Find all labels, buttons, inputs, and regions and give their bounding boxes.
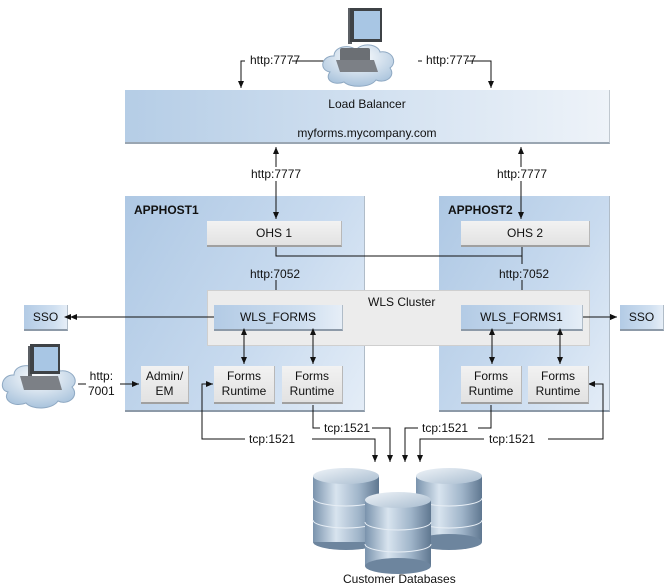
ohs1-link-label: http:7052 xyxy=(250,267,301,281)
wls-forms-box: WLS_FORMS xyxy=(214,305,343,331)
forms-runtime-line1: Forms xyxy=(295,369,329,383)
forms-runtime-line1: Forms xyxy=(541,369,575,383)
ohs2-label: OHS 2 xyxy=(506,225,543,240)
sso-right-box: SSO xyxy=(620,305,664,331)
forms-runtime-line2: Runtime xyxy=(468,384,514,398)
sso-left-label: SSO xyxy=(32,310,59,324)
ohs2-box: OHS 2 xyxy=(461,221,590,247)
wls-forms-label: WLS_FORMS xyxy=(239,310,316,324)
top-link-left-label: http:7777 xyxy=(250,53,301,67)
wls-cluster-label: WLS Cluster xyxy=(368,295,436,309)
apphost1-label: APPHOST1 xyxy=(134,203,199,217)
admin-em-line2: EM xyxy=(155,384,174,398)
client-computer-cloud-icon-left xyxy=(1,344,76,409)
load-balancer-host: myforms.mycompany.com xyxy=(297,126,437,140)
database-cylinders-icon xyxy=(312,468,483,574)
wls-forms1-box: WLS_FORMS1 xyxy=(461,305,583,331)
db-link-label: tcp:1521 xyxy=(322,421,373,435)
db-link-label: tcp:1521 xyxy=(487,432,538,446)
admin-link-label: http: 7001 xyxy=(88,369,115,399)
forms-runtime-line1: Forms xyxy=(474,369,508,383)
sso-right-label: SSO xyxy=(628,310,655,324)
admin-em-box: Admin/EM xyxy=(141,366,189,404)
ohs1-box: OHS 1 xyxy=(207,221,342,247)
client-computer-cloud-icon xyxy=(322,8,395,87)
database-label: Customer Databases xyxy=(343,572,456,586)
load-balancer: Load Balancer myforms.mycompany.com xyxy=(125,90,610,144)
forms-runtime-line2: Runtime xyxy=(289,384,335,398)
apphost2-label: APPHOST2 xyxy=(448,203,513,217)
lb-link-right-label: http:7777 xyxy=(495,167,550,181)
sso-left-box: SSO xyxy=(24,305,68,331)
load-balancer-title: Load Balancer xyxy=(328,97,406,111)
ohs1-label: OHS 1 xyxy=(255,225,292,240)
db-link-label: tcp:1521 xyxy=(420,421,471,435)
admin-em-line1: Admin/ xyxy=(145,369,184,383)
forms-runtime-line1: Forms xyxy=(227,369,261,383)
admin-link-label-line1: http: xyxy=(89,369,114,383)
forms-runtime-line2: Runtime xyxy=(535,384,581,398)
ohs2-link-label: http:7052 xyxy=(499,267,550,281)
top-link-right-label: http:7777 xyxy=(426,53,477,67)
forms-runtime-line2: Runtime xyxy=(221,384,267,398)
admin-link-label-line2: 7001 xyxy=(88,384,115,398)
wls-forms1-label: WLS_FORMS1 xyxy=(480,310,563,324)
db-link-label: tcp:1521 xyxy=(247,432,298,446)
lb-link-left-label: http:7777 xyxy=(249,167,304,181)
